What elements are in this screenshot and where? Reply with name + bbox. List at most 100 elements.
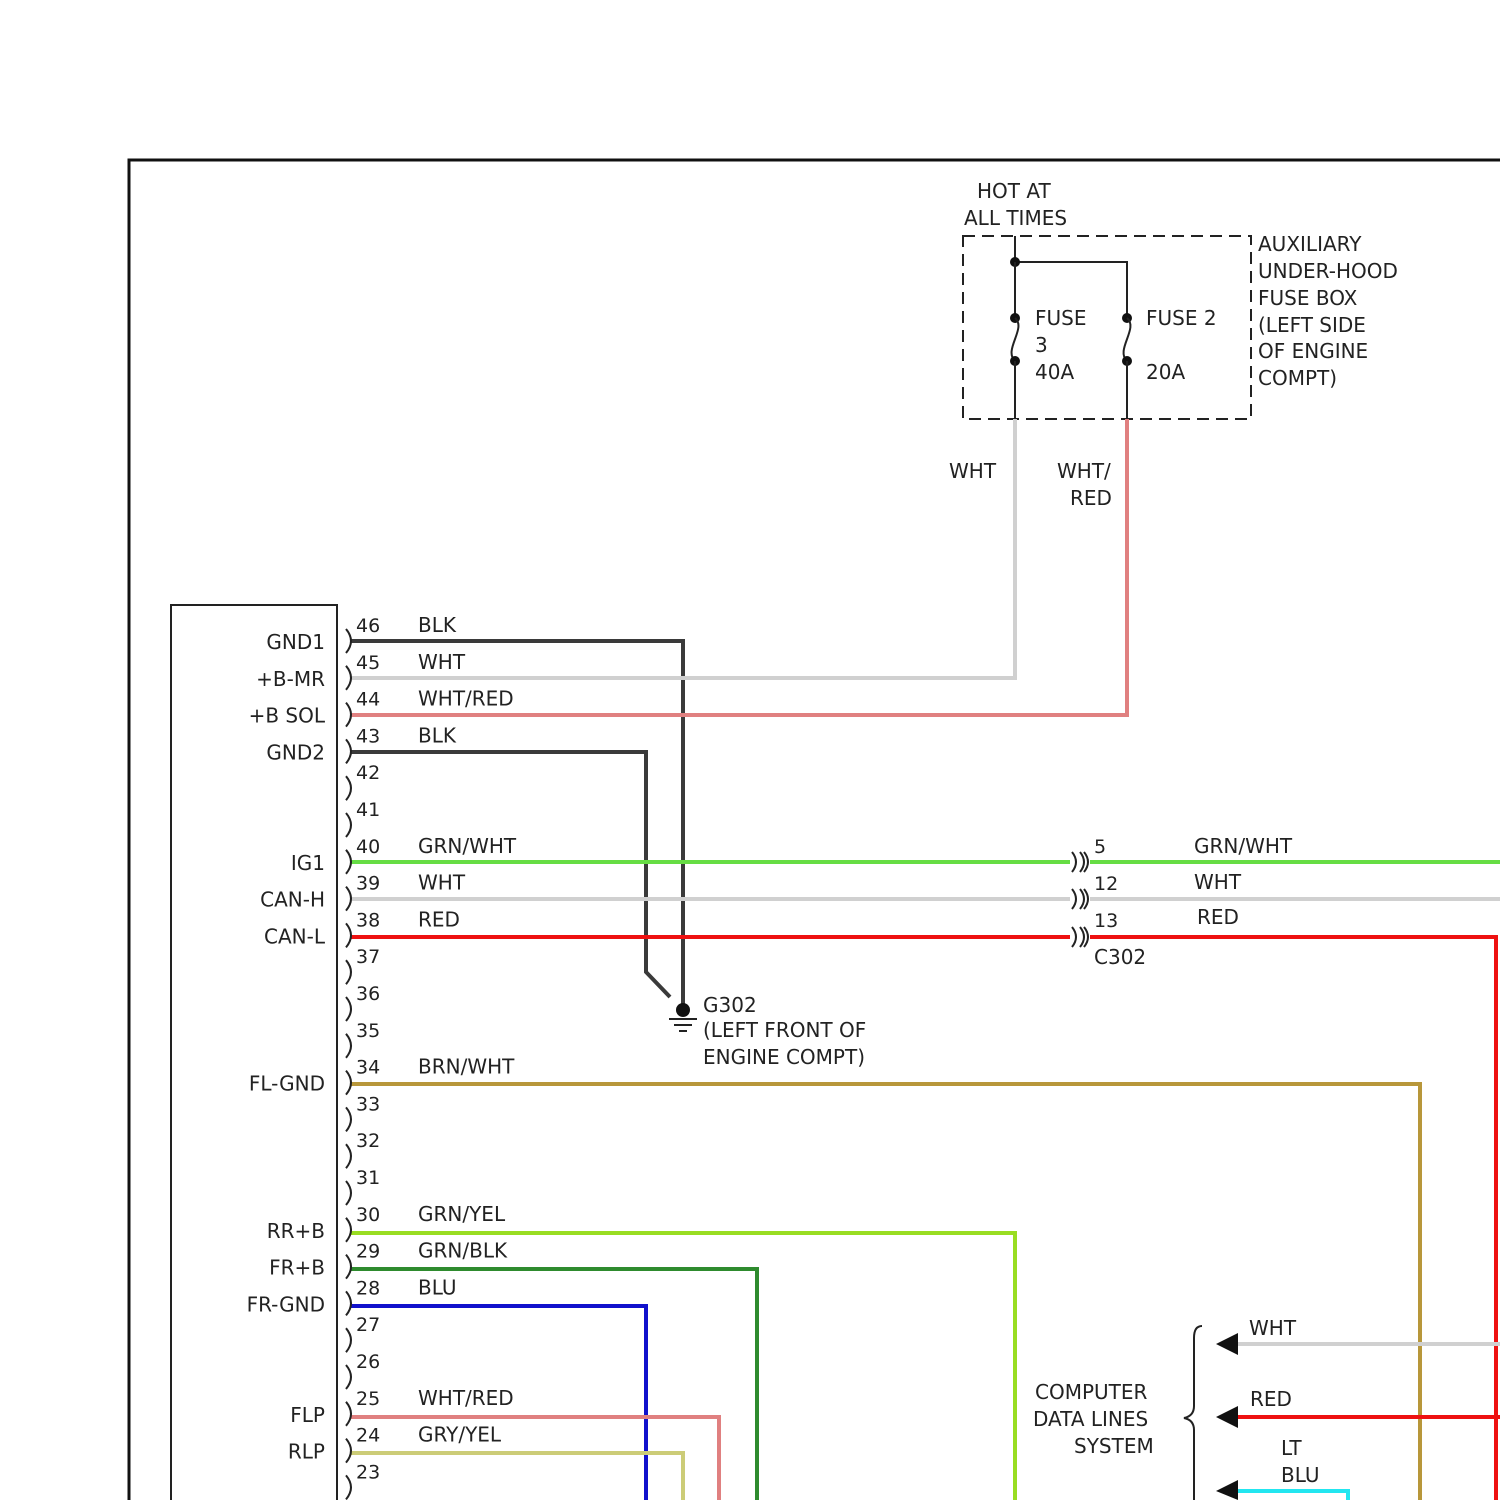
data-lines-brace (1184, 1326, 1202, 1500)
fuse-box-name-line5: OF ENGINE (1258, 339, 1368, 363)
pin-number: 27 (356, 1314, 380, 1336)
c302-pin12-symbol (1072, 889, 1088, 909)
pin-function-label: FR+B (269, 1256, 325, 1280)
pin-wire-color-label: WHT/RED (418, 687, 514, 711)
pin-connector-symbol (346, 1402, 351, 1426)
data-lines-title-line3: SYSTEM (1074, 1434, 1154, 1458)
wire-29-grnblk (351, 1269, 757, 1500)
ground-name: G302 (703, 993, 757, 1017)
wire-25-whtred (351, 1417, 719, 1500)
fuse2-label: FUSE 2 (1146, 306, 1217, 330)
c302-pin13-symbol (1072, 927, 1088, 947)
wire-whtred-label-line2: RED (1070, 486, 1112, 510)
pin-number: 36 (356, 983, 380, 1005)
ground-node (676, 1003, 690, 1017)
data-lines-title-line2: DATA LINES (1033, 1407, 1148, 1431)
pin-wire-color-label: GRY/YEL (418, 1423, 502, 1447)
pin-connector-symbol (346, 1071, 351, 1095)
pin-wire-color-label: GRN/WHT (418, 834, 517, 858)
pin-function-label: CAN-L (264, 924, 326, 948)
pin-connector-symbol (346, 1034, 351, 1058)
pin-function-label: CAN-H (260, 888, 325, 912)
pin-connector-symbol (346, 997, 351, 1021)
pin-function-label: RR+B (267, 1219, 325, 1243)
pin-function-label: RLP (288, 1440, 325, 1464)
data-line-ltblu-arrow-icon (1216, 1480, 1238, 1500)
pin-function-label: FLP (290, 1403, 325, 1427)
pin-connector-symbol (346, 850, 351, 874)
pin-connector-symbol (346, 1328, 351, 1352)
pin-function-label: GND2 (266, 740, 325, 764)
pin-connector-symbol (346, 666, 351, 690)
pin-number: 37 (356, 946, 380, 968)
pin-wire-color-label: GRN/BLK (418, 1239, 508, 1263)
pin-connector-symbol (346, 1475, 351, 1499)
pin-number: 41 (356, 799, 380, 821)
pin-number: 46 (356, 615, 380, 637)
c302-pin13-wire-color: RED (1197, 905, 1239, 929)
pin-number: 35 (356, 1020, 380, 1042)
pin-number: 39 (356, 873, 380, 895)
pin-number: 26 (356, 1351, 380, 1373)
supply-label-line1: HOT AT (977, 179, 1051, 203)
c302-name: C302 (1094, 945, 1146, 969)
pin-wire-color-label: BRN/WHT (418, 1055, 515, 1079)
fuse-box-name-line2: UNDER-HOOD (1258, 259, 1398, 283)
connector-c302: 5 12 13 GRN/WHT WHT RED C302 (1072, 834, 1293, 969)
pin-number: 44 (356, 689, 380, 711)
pin-connector-symbol (346, 1439, 351, 1463)
data-line-red-arrow-icon (1216, 1406, 1238, 1428)
pin-connector-symbol (346, 960, 351, 984)
wire-whtred-label-line1: WHT/ (1057, 459, 1111, 483)
wire-24-gryyel (351, 1453, 683, 1500)
wires (351, 419, 1500, 1500)
c302-pin12-number: 12 (1094, 873, 1118, 895)
data-line-wht-label: WHT (1249, 1316, 1297, 1340)
pin-connector-symbol (346, 1107, 351, 1131)
pin-wire-color-label: WHT (418, 871, 466, 895)
pin-number: 43 (356, 725, 380, 747)
pin-connector-symbol (346, 739, 351, 763)
pin-connector-symbol (346, 887, 351, 911)
fuse3-rating: 40A (1035, 360, 1074, 384)
wire-44-whtred (351, 419, 1127, 715)
pin-wire-color-label: BLK (418, 613, 457, 637)
pin-function-label: GND1 (266, 630, 325, 654)
data-lines-title-line1: COMPUTER (1035, 1380, 1148, 1404)
pin-number: 29 (356, 1241, 380, 1263)
pin-number: 32 (356, 1130, 380, 1152)
pin-number: 31 (356, 1167, 380, 1189)
pin-wire-color-label: BLK (418, 723, 457, 747)
pin-number: 42 (356, 762, 380, 784)
pin-number: 38 (356, 909, 380, 931)
pin-connector-symbol (346, 1255, 351, 1279)
pin-number: 28 (356, 1277, 380, 1299)
pin-wire-color-label: GRN/YEL (418, 1202, 506, 1226)
pin-function-label: IG1 (291, 851, 325, 875)
pin-connector-symbol (346, 1365, 351, 1389)
pin-connector-symbol (346, 629, 351, 653)
pin-number: 33 (356, 1093, 380, 1115)
pin-wire-color-label: RED (418, 907, 460, 931)
pin-function-label: FL-GND (249, 1072, 325, 1096)
data-line-ltblu-label-line2: BLU (1281, 1463, 1320, 1487)
data-line-ltblu (1238, 1491, 1348, 1500)
fuse3-element (1012, 318, 1019, 361)
ground-g302: G302 (LEFT FRONT OF ENGINE COMPT) (669, 993, 866, 1069)
pin-wire-color-label: BLU (418, 1275, 457, 1299)
pin-function-label: +B-MR (256, 667, 325, 691)
fuse2-element (1124, 318, 1131, 361)
fuse-box-name-line6: COMPT) (1258, 366, 1337, 390)
pin-wire-color-label: WHT (418, 650, 466, 674)
data-line-red-label: RED (1250, 1387, 1292, 1411)
fuse3-label-line2: 3 (1035, 333, 1048, 357)
pin-connector-symbol (346, 1291, 351, 1315)
pin-number: 34 (356, 1057, 380, 1079)
c302-pin5-wire-color: GRN/WHT (1194, 834, 1293, 858)
pin-connector-symbol (346, 1181, 351, 1205)
ground-location-line1: (LEFT FRONT OF (703, 1018, 866, 1042)
wire-43-blk (351, 752, 670, 997)
pin-connector-symbol (346, 776, 351, 800)
